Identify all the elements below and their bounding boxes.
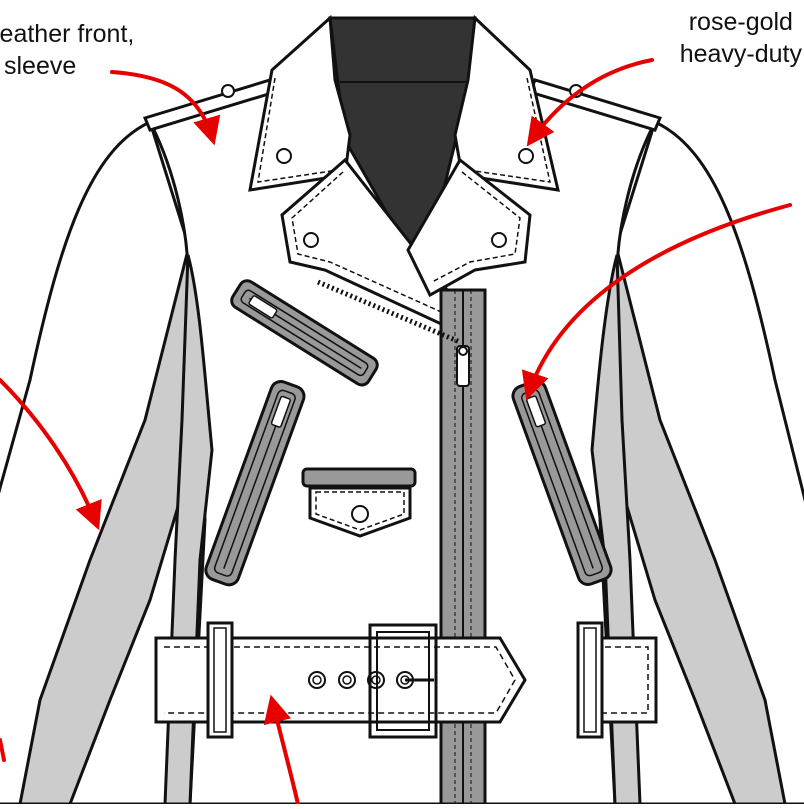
label-line-2: heavy-duty [679,40,802,68]
label-line-1: rose-gold [688,8,793,36]
snap-button-icon [276,148,292,164]
arrow-left-edge [0,738,6,762]
grommet-icon [338,671,356,689]
arrow-leather-front [110,70,221,146]
belt-loop-left [206,621,234,739]
arrow-belt [263,694,300,806]
buckle-icon [368,623,438,739]
arrow-rose-gold [526,58,654,147]
zipper-pull-icon [270,395,291,428]
right-hand-zip-pocket [511,379,613,586]
snap-button-icon [351,505,369,523]
arrow-heavy-duty [521,203,792,401]
snap-button-icon [303,232,319,248]
chest-zip-pocket [230,279,379,387]
coin-pocket [301,467,417,538]
annotation-arrows [0,58,792,806]
collar [248,14,560,252]
snap-button-icon [518,148,534,164]
arrow-sleeve [0,378,102,531]
snap-button-icon [491,232,507,248]
snap-button-icon [221,84,235,98]
right-lapel [406,157,532,298]
belt [154,621,658,739]
label-rose-gold: rose-gold heavy-duty [680,6,802,70]
left-hand-zip-pocket [204,379,306,587]
zipper-pull-icon [248,295,278,319]
left-sleeve [0,119,202,806]
label-line-2: sleeve [4,52,77,80]
grommet-icon [308,671,326,689]
label-line-1: leather front, [0,20,135,48]
right-sleeve [603,119,804,806]
belt-loop-right [576,621,604,739]
zipper-pull-icon [456,345,470,387]
label-leather-front: leather front, sleeve [0,18,134,82]
